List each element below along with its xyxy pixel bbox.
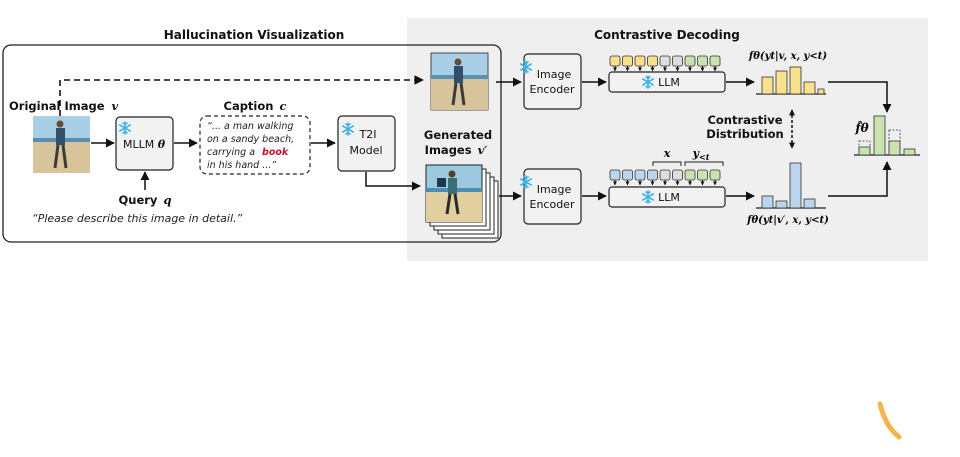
token-4 <box>659 169 671 181</box>
token-4 <box>659 55 671 67</box>
encoder-bottom-line1: Image <box>537 183 572 196</box>
image-encoder-bottom <box>523 168 582 225</box>
token-8 <box>709 55 721 67</box>
t2i-box <box>337 115 396 172</box>
generated-label-line1: Generated <box>424 128 492 142</box>
token-1 <box>622 55 633 67</box>
query-label: Query q <box>119 193 172 207</box>
encoder-bottom-line2: Encoder <box>530 198 575 211</box>
x-label: x <box>663 147 671 160</box>
generated-label-line2: Images v′ <box>425 143 488 157</box>
original-image-label: Original Image v <box>9 99 119 113</box>
token-6 <box>684 55 696 67</box>
orange-arc-mark <box>877 401 902 440</box>
token-6 <box>684 169 696 181</box>
final-dist-label: f̂θ <box>854 120 868 135</box>
mllm-label: MLLM θ <box>123 138 166 151</box>
token-5 <box>672 55 683 67</box>
image-encoder-top <box>523 53 582 110</box>
y-label: y<t <box>692 147 710 162</box>
encoder-top-line2: Encoder <box>530 83 575 96</box>
t2i-line1: T2I <box>359 128 377 141</box>
query-text: “Please describe this image in detail.” <box>32 212 243 225</box>
caption-highlight: book <box>262 147 289 158</box>
final-distribution <box>854 115 920 156</box>
token-row-top <box>609 55 721 72</box>
top-dist-label: fθ(yt|v, x, y<t) <box>748 51 827 62</box>
t2i-line2: Model <box>349 144 382 157</box>
token-3 <box>647 169 658 181</box>
top-distribution <box>756 66 826 95</box>
token-row-bottom <box>609 169 721 186</box>
token-1 <box>622 169 633 181</box>
llm-box-bottom <box>608 186 726 208</box>
bottom-dist-label: fθ(yt|v′, x, y<t) <box>746 215 829 226</box>
caption-line4: in his hand ...” <box>207 160 276 171</box>
llm-box-top <box>608 71 726 93</box>
token-3 <box>647 55 658 67</box>
hallucination-title: Hallucination Visualization <box>164 28 345 42</box>
token-8 <box>709 169 721 181</box>
encoder-top-line1: Image <box>537 68 572 81</box>
caption-box <box>199 115 311 175</box>
contrastive-title: Contrastive Decoding <box>594 28 740 42</box>
llm-label-bottom: LLM <box>658 191 680 204</box>
hallucination-panel <box>2 44 502 243</box>
token-2 <box>634 169 646 181</box>
token-7 <box>697 169 708 181</box>
caption-label: Caption c <box>224 99 287 113</box>
token-5 <box>672 169 683 181</box>
token-0 <box>609 55 621 67</box>
caption-line3: carrying a book <box>207 147 289 158</box>
photo-original-copy <box>430 52 489 111</box>
contrastive-line1: Contrastive <box>707 113 782 127</box>
photo-generated-stack <box>425 164 499 239</box>
token-0 <box>609 169 621 181</box>
token-7 <box>697 55 708 67</box>
photo-original <box>33 116 90 173</box>
llm-label-top: LLM <box>658 76 680 89</box>
caption-line2: on a sandy beach, <box>207 134 294 145</box>
contrastive-line2: Distribution <box>706 127 783 141</box>
caption-line1: “... a man walking <box>207 121 293 132</box>
token-2 <box>634 55 646 67</box>
bottom-distribution <box>756 162 826 209</box>
